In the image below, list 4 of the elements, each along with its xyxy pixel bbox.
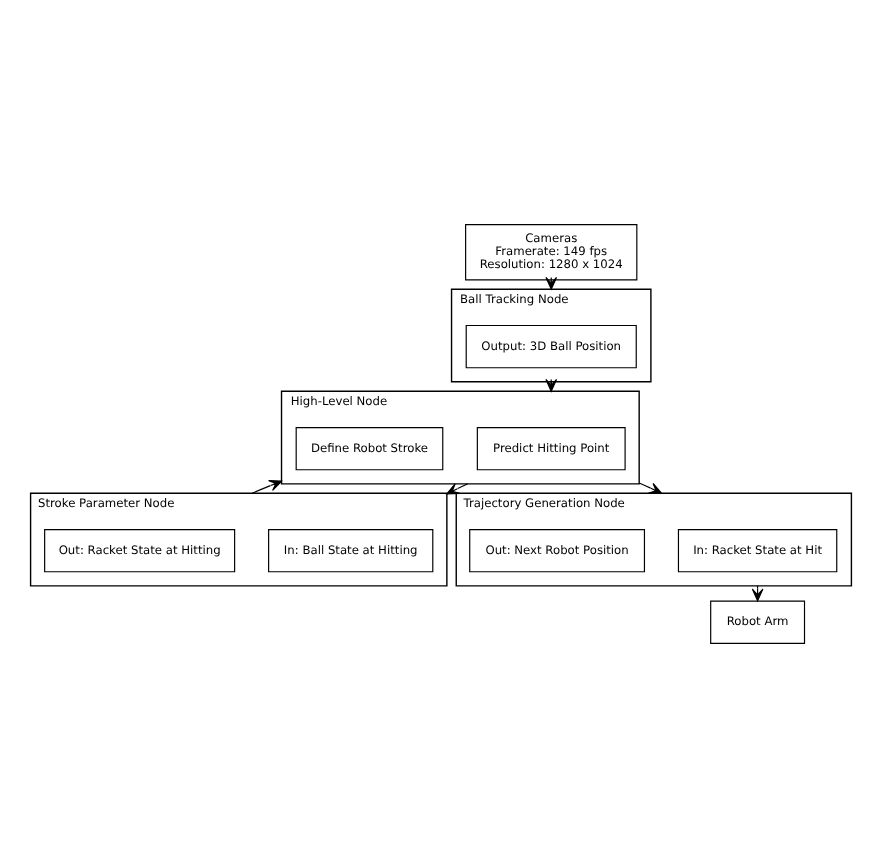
arrow — [446, 483, 469, 495]
arrow — [251, 480, 283, 494]
arrow — [638, 482, 663, 494]
arrow — [751, 585, 764, 602]
